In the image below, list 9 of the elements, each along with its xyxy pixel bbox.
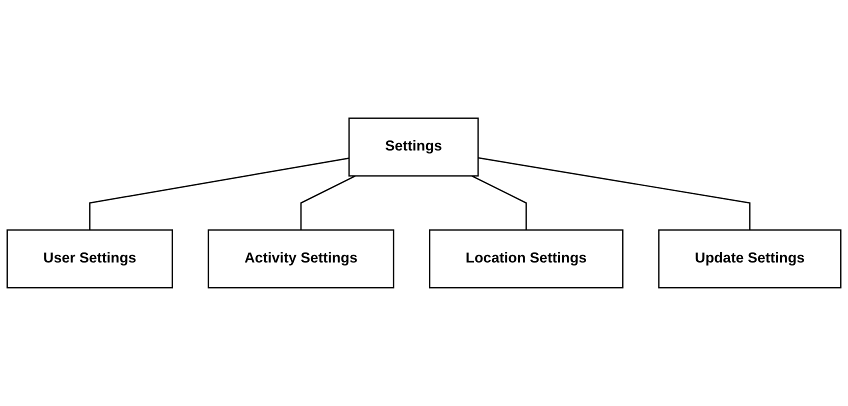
package-box: Update Settings [658, 229, 842, 288]
package-box: Location Settings [428, 229, 624, 288]
connector [478, 157, 750, 230]
connector [300, 175, 356, 230]
connector [89, 158, 350, 230]
connector [471, 175, 527, 230]
package-box: Activity Settings [208, 229, 394, 288]
package-box: User Settings [6, 229, 174, 288]
package-box: Settings [348, 118, 479, 177]
